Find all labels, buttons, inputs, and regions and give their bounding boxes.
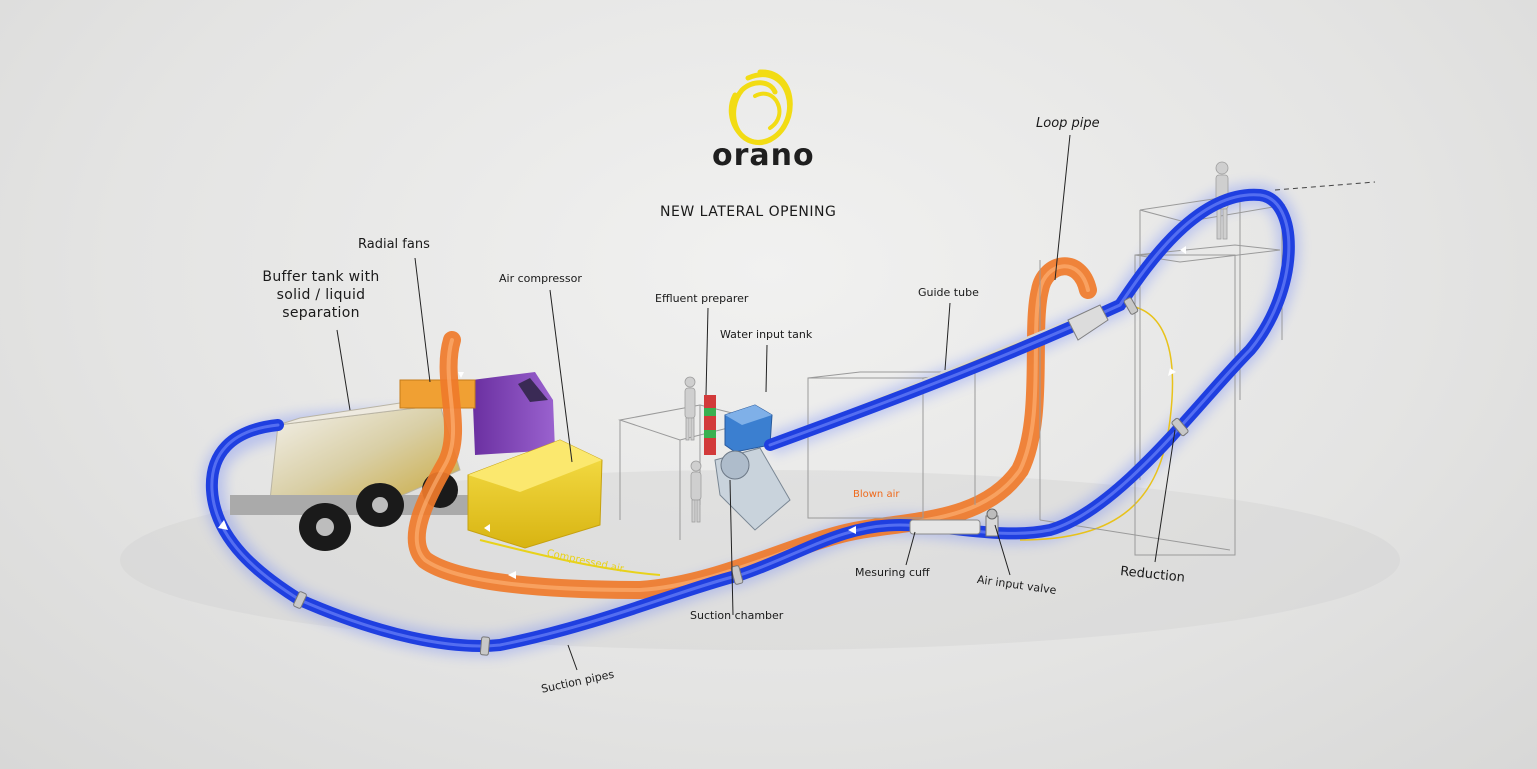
leader-lines [336,134,1176,671]
label-blown-air: Blown air [853,489,900,500]
effluent-preparer [704,395,716,455]
air-input-thin-line [1019,303,1174,541]
air-compressor [467,439,603,549]
label-buffer-tank: Buffer tank with solid / liquid separati… [262,269,380,321]
suction-chamber [714,447,791,531]
label-loop-pipe: Loop pipe [1036,116,1100,131]
diagram-title: NEW LATERAL OPENING [660,204,837,220]
truck-windshield [518,378,548,402]
label-air-compressor: Air compressor [499,272,582,285]
label-effluent-preparer: Effluent preparer [655,292,749,305]
radial-fan-box [399,379,476,409]
orano-logo-icon [728,69,793,145]
label-guide-tube: Guide tube [918,286,979,299]
reduction-fitting [1067,304,1109,341]
buffer-tank-truck [230,372,555,551]
water-input-tank [724,404,773,453]
brand-logo-text: orano [712,138,815,173]
label-radial-fans: Radial fans [358,237,430,252]
air-input-valve [985,508,999,537]
label-mesuring-cuff: Mesuring cuff [855,566,930,579]
measuring-cuff [909,519,981,535]
label-water-input-tank: Water input tank [720,328,813,341]
pipe-joints [293,297,1189,656]
compressed-air-line [479,539,661,576]
truck-cab [472,372,555,455]
flow-arrow-icons [218,246,1186,579]
label-suction-chamber: Suction chamber [690,609,784,622]
operator-figure [684,161,1229,523]
horizon-dash [1274,181,1376,191]
